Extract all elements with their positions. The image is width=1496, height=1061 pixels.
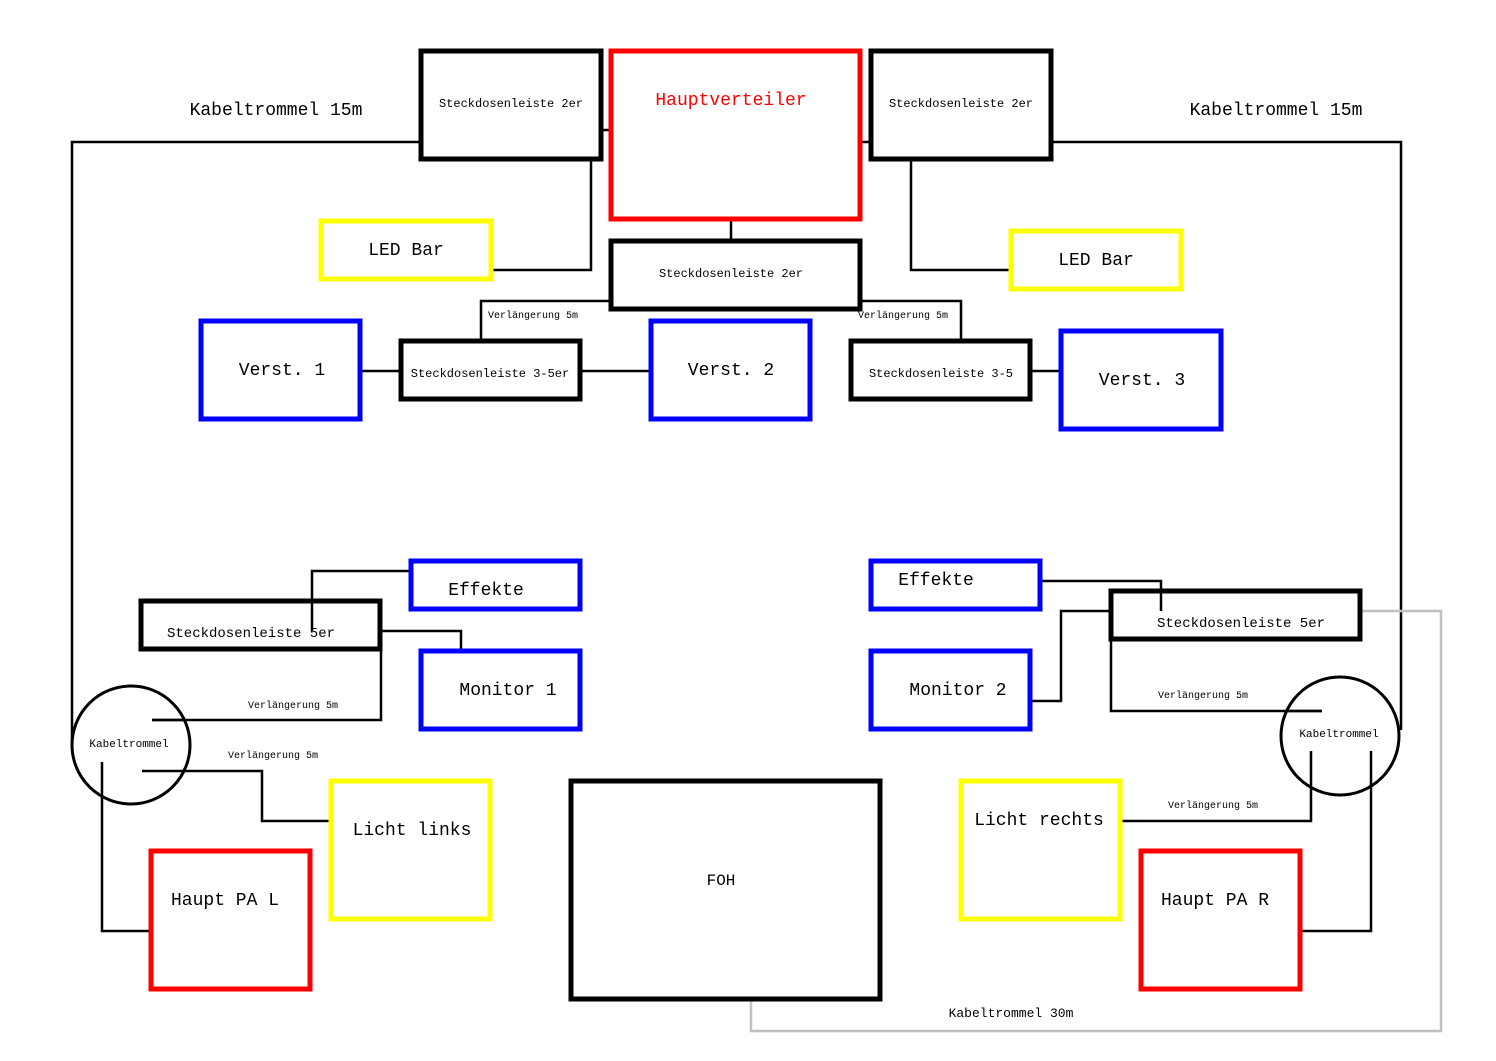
- box-haupt-pa-l[interactable]: [148, 848, 313, 992]
- wire-licht-links: [142, 769, 331, 823]
- text-verl-lower-right-1: Verlängerung 5m: [1158, 690, 1248, 702]
- boxes: [138, 48, 1363, 1002]
- box-verst1[interactable]: [198, 318, 363, 422]
- text-steck5-left: Steckdosenleiste 5er: [167, 626, 335, 642]
- text-licht-links: Licht links: [353, 821, 472, 841]
- text-steck35-left: Steckdosenleiste 3-5er: [411, 367, 569, 381]
- box-effekte-right[interactable]: [868, 558, 1043, 612]
- text-effekte-right: Effekte: [898, 571, 974, 591]
- text-licht-rechts: Licht rechts: [974, 811, 1104, 831]
- text-steck5-right: Steckdosenleiste 5er: [1157, 616, 1325, 632]
- box-foh[interactable]: [568, 778, 883, 1002]
- text-haupt-pa-l: Haupt PA L: [171, 891, 279, 911]
- box-steck35-left[interactable]: [398, 338, 583, 402]
- wire-kabel15-left: [70, 140, 420, 742]
- text-drum-left: Kabeltrommel: [89, 739, 168, 751]
- box-licht-rechts[interactable]: [958, 778, 1123, 922]
- text-verl-center-right: Verlängerung 5m: [858, 310, 948, 322]
- box-monitor1[interactable]: [418, 648, 583, 732]
- wire-pa-r: [1301, 751, 1373, 933]
- box-steck-top-right[interactable]: [868, 48, 1054, 162]
- text-verst1: Verst. 1: [239, 361, 325, 381]
- box-steck-top-left[interactable]: [418, 48, 604, 162]
- wires: [70, 128, 1403, 933]
- text-verl-lower-right-2: Verlängerung 5m: [1168, 800, 1258, 812]
- text-monitor2: Monitor 2: [909, 681, 1006, 701]
- text-kabel15-right: Kabeltrommel 15m: [1190, 101, 1363, 121]
- wire-verl-center-left: [479, 299, 611, 341]
- text-verst2: Verst. 2: [688, 361, 774, 381]
- text-steck-top-right: Steckdosenleiste 2er: [889, 97, 1033, 111]
- box-monitor2[interactable]: [868, 648, 1033, 732]
- text-foh: FOH: [707, 872, 736, 890]
- box-led-left[interactable]: [318, 218, 494, 282]
- text-verst3: Verst. 3: [1099, 371, 1185, 391]
- box-steck-center[interactable]: [608, 238, 863, 312]
- text-steck-center: Steckdosenleiste 2er: [659, 267, 803, 281]
- circle-drum-left[interactable]: [70, 684, 192, 806]
- box-steck5-right[interactable]: [1108, 588, 1363, 642]
- text-led-right: LED Bar: [1058, 251, 1134, 271]
- wire-verl-lower-left-1: [152, 651, 383, 722]
- circle-drum-right[interactable]: [1279, 675, 1401, 797]
- box-haupt-pa-r[interactable]: [1138, 848, 1303, 992]
- wire-monitor2: [1031, 609, 1131, 703]
- drums: [70, 675, 1401, 806]
- text-steck35-right: Steckdosenleiste 3-5: [869, 367, 1013, 381]
- wire-kabel15-right: [1052, 140, 1403, 730]
- text-effekte-left: Effekte: [448, 581, 524, 601]
- labels: Steckdosenleiste 2er Hauptverteiler Stec…: [89, 91, 1378, 1021]
- wire-licht-rechts: [1121, 751, 1313, 823]
- text-steck-top-left: Steckdosenleiste 2er: [439, 97, 583, 111]
- wire-verl-lower-right-1: [1109, 641, 1322, 713]
- text-verl-lower-left-2: Verlängerung 5m: [228, 750, 318, 762]
- text-led-left: LED Bar: [368, 241, 444, 261]
- text-drum-right: Kabeltrommel: [1299, 729, 1378, 741]
- text-haupt-pa-r: Haupt PA R: [1161, 891, 1269, 911]
- text-verl-lower-left-1: Verlängerung 5m: [248, 700, 338, 712]
- box-effekte-left[interactable]: [408, 558, 583, 612]
- text-kabel30: Kabeltrommel 30m: [949, 1006, 1074, 1021]
- box-verst2[interactable]: [648, 318, 813, 422]
- box-verst3[interactable]: [1058, 328, 1224, 432]
- text-kabel15-left: Kabeltrommel 15m: [190, 101, 363, 121]
- wire-led-right: [909, 161, 1011, 272]
- text-monitor1: Monitor 1: [459, 681, 556, 701]
- box-hauptverteiler[interactable]: [608, 48, 863, 222]
- wire-verl-center-right: [861, 299, 963, 341]
- text-verl-center-left: Verlängerung 5m: [488, 310, 578, 322]
- box-steck5-left[interactable]: [138, 598, 383, 652]
- box-steck35-right[interactable]: [848, 338, 1033, 402]
- box-licht-links[interactable]: [328, 778, 493, 922]
- wire-led-left: [490, 161, 593, 272]
- wire-kabel30: [749, 609, 1443, 1033]
- text-hauptverteiler: Hauptverteiler: [655, 91, 806, 111]
- wire-pa-l: [100, 762, 152, 933]
- box-led-right[interactable]: [1008, 228, 1184, 292]
